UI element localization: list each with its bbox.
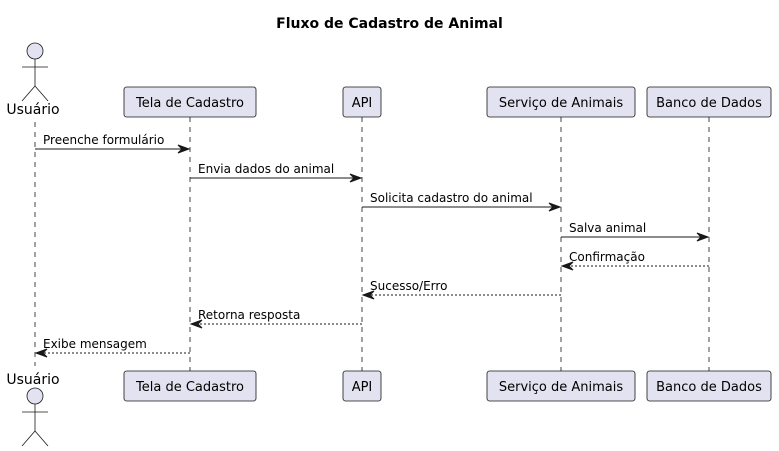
- participant-api-top: API: [342, 86, 382, 118]
- participant-api-bottom: API: [342, 370, 382, 402]
- actor-label-bottom: Usuário: [6, 372, 59, 388]
- arrow-head-icon: [560, 261, 574, 271]
- lifelines: [34, 117, 710, 371]
- message-7: Retorna resposta: [189, 308, 362, 329]
- message-5: Confirmação: [560, 250, 709, 271]
- participant-banco-bottom: Banco de Dados: [646, 370, 772, 402]
- message-label: Solicita cadastro do animal: [370, 191, 533, 205]
- participant-banco-top: Banco de Dados: [646, 86, 772, 118]
- participant-label: API: [352, 380, 373, 395]
- message-label: Envia dados do animal: [198, 162, 334, 176]
- participant-label: API: [352, 96, 373, 111]
- participant-label: Tela de Cadastro: [135, 96, 244, 111]
- message-8: Exibe mensagem: [34, 337, 190, 358]
- message-label: Salva animal: [569, 221, 646, 235]
- arrow-head-icon: [361, 290, 375, 300]
- participant-label: Tela de Cadastro: [135, 380, 244, 395]
- diagram-title: Fluxo de Cadastro de Animal: [276, 16, 503, 32]
- participant-tela-bottom: Tela de Cadastro: [123, 370, 257, 402]
- arrow-head-icon: [349, 173, 363, 183]
- message-3: Solicita cadastro do animal: [362, 191, 562, 212]
- participant-servico-top: Serviço de Animais: [486, 86, 636, 118]
- message-label: Retorna resposta: [198, 308, 300, 322]
- arrow-head-icon: [34, 348, 48, 358]
- message-2: Envia dados do animal: [190, 162, 363, 183]
- arrow-head-icon: [696, 232, 710, 242]
- participant-tela-top: Tela de Cadastro: [123, 86, 257, 118]
- actor-icon-top: [21, 42, 49, 102]
- participant-label: Banco de Dados: [656, 380, 762, 395]
- participant-label: Serviço de Animais: [499, 380, 624, 395]
- message-4: Salva animal: [561, 221, 710, 242]
- message-label: Confirmação: [569, 250, 645, 264]
- message-label: Sucesso/Erro: [370, 279, 447, 293]
- message-6: Sucesso/Erro: [361, 279, 561, 300]
- message-label: Preenche formulário: [43, 133, 164, 147]
- actor-icon-bottom: [21, 387, 49, 447]
- participant-label: Serviço de Animais: [499, 96, 624, 111]
- arrow-head-icon: [189, 319, 203, 329]
- participant-servico-bottom: Serviço de Animais: [486, 370, 636, 402]
- arrow-head-icon: [177, 144, 191, 154]
- participant-label: Banco de Dados: [656, 96, 762, 111]
- message-1: Preenche formulário: [35, 133, 191, 154]
- arrow-head-icon: [548, 202, 562, 212]
- actor-label-top: Usuário: [6, 102, 59, 118]
- participants-top: Usuário Tela de Cadastro API Serviço de Ani…: [6, 42, 772, 118]
- message-label: Exibe mensagem: [43, 337, 147, 351]
